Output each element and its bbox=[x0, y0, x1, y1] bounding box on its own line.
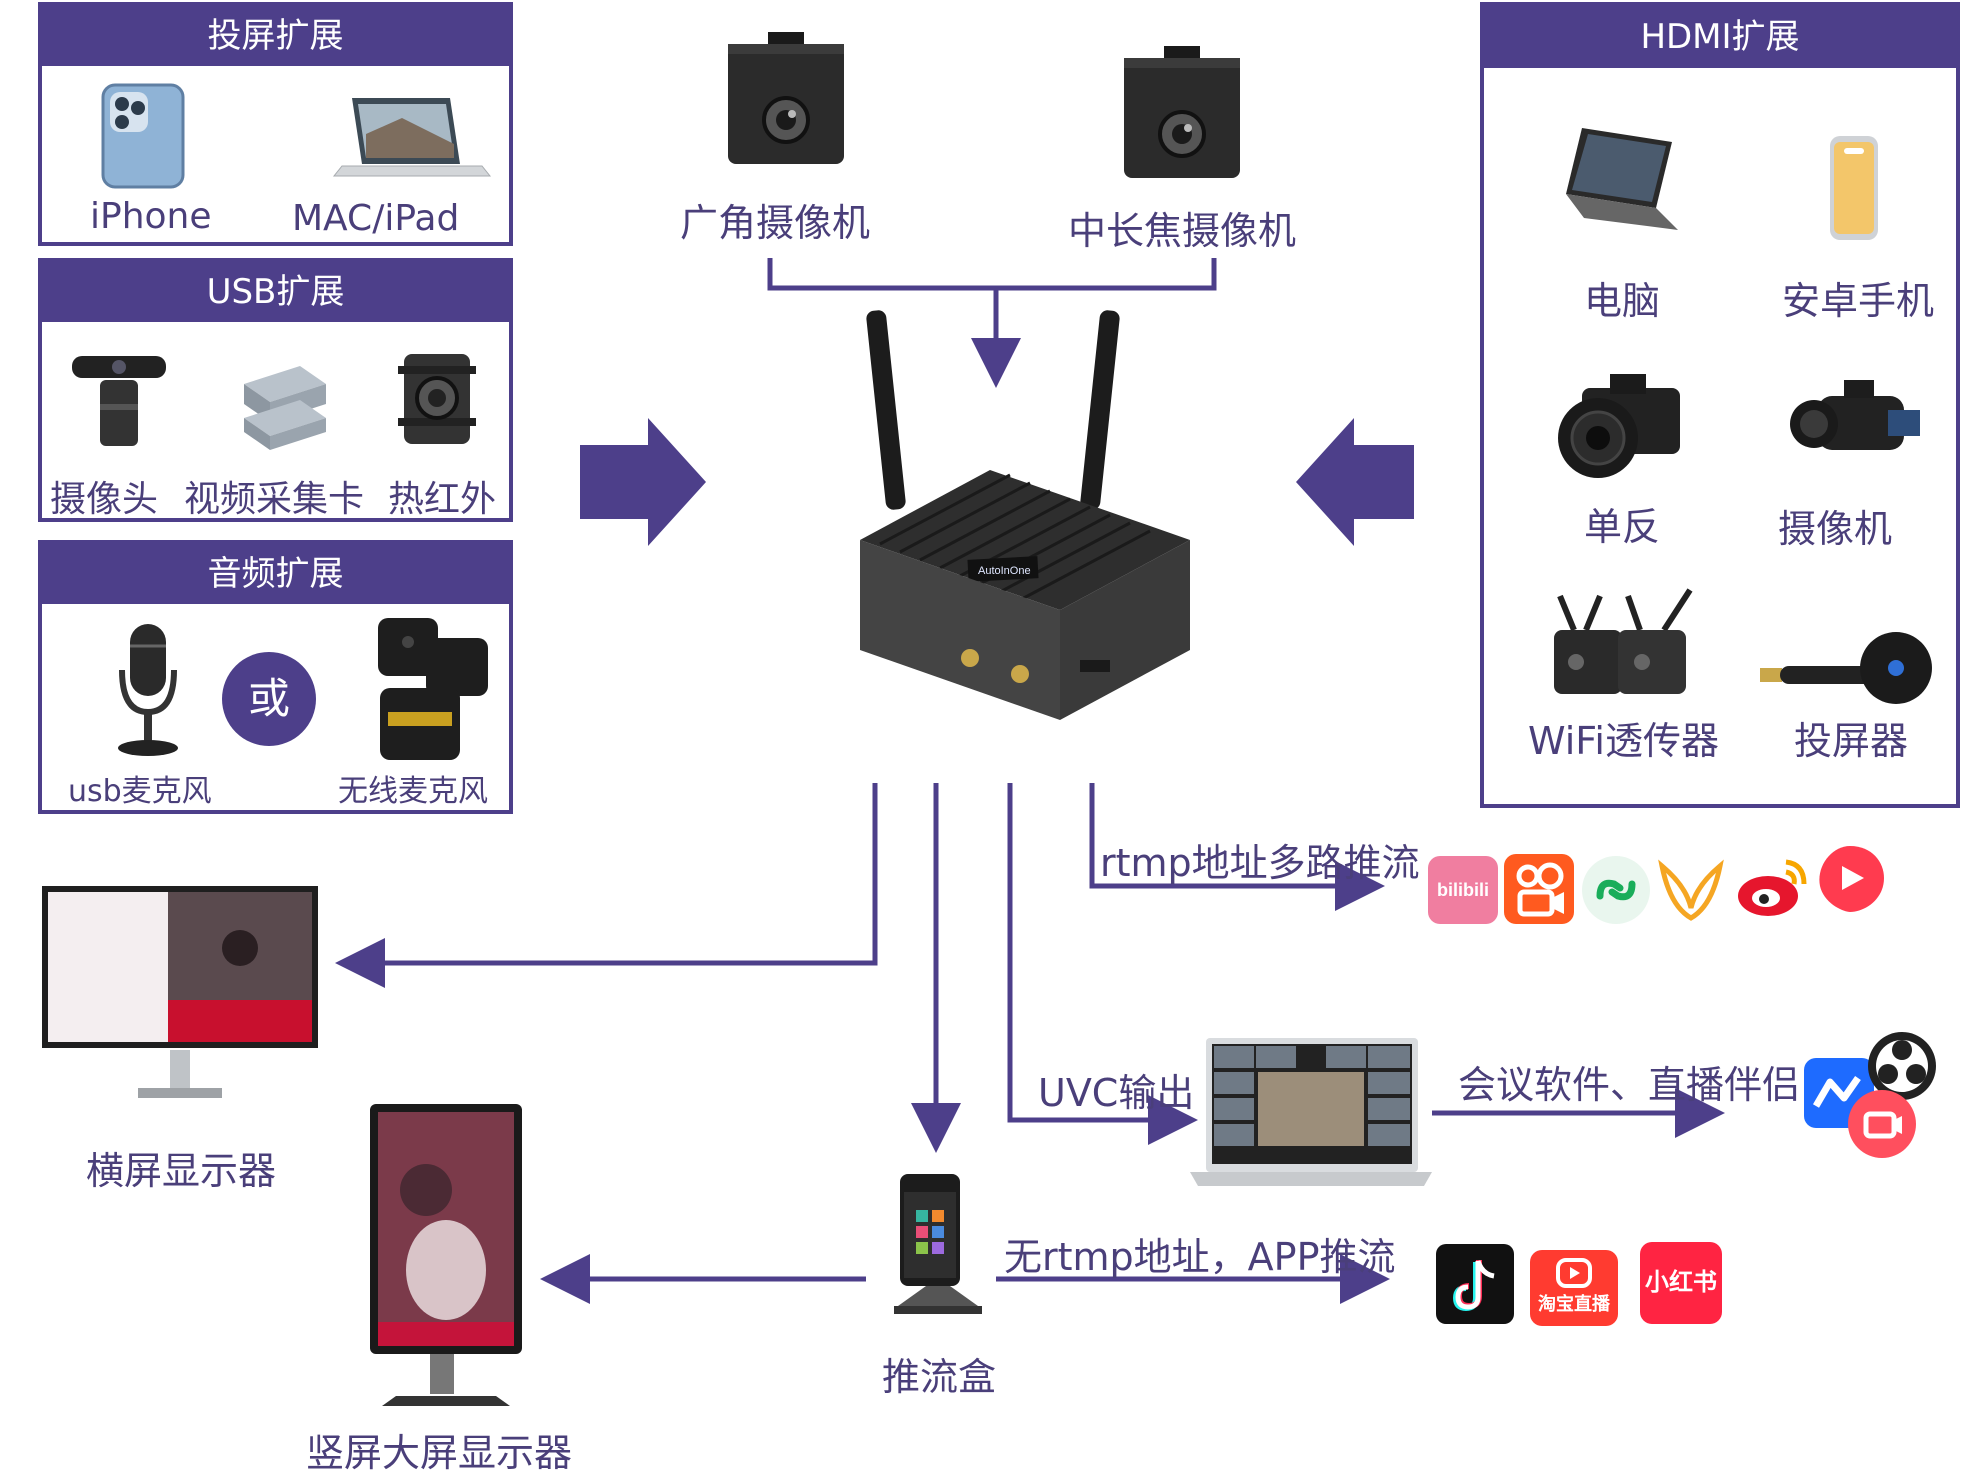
thermal-camera-icon bbox=[398, 354, 476, 444]
audio-panel: 音频扩展 usb麦克风 或 无线麦克风 bbox=[38, 540, 513, 814]
mac-ipad-label: MAC/iPad bbox=[292, 198, 460, 239]
dslr-camera-icon bbox=[1558, 374, 1680, 478]
xiaohongshu-icon: 小红书 bbox=[1640, 1242, 1722, 1324]
taobao-live-play-icon bbox=[1556, 1258, 1592, 1288]
taobao-live-icon: 淘宝直播 bbox=[1530, 1250, 1618, 1326]
screen-cast-panel: 投屏扩展 iPhone MAC/iPad bbox=[38, 2, 513, 246]
kuaishou-icon bbox=[1504, 854, 1574, 924]
panel-title: 音频扩展 bbox=[42, 544, 509, 604]
live-companion-icon bbox=[1848, 1090, 1916, 1158]
camcorder-icon bbox=[1790, 380, 1920, 450]
iphone-label: iPhone bbox=[90, 196, 212, 237]
capture-card-icon bbox=[244, 366, 326, 450]
meeting-software-label: 会议软件、直播伴侣 bbox=[1458, 1063, 1801, 1107]
android-phone-icon bbox=[1830, 136, 1878, 240]
telephoto-camera-icon bbox=[1124, 46, 1240, 178]
or-badge: 或 bbox=[222, 652, 316, 746]
play-icon bbox=[1819, 846, 1884, 912]
hdmi-item-android: 安卓手机 bbox=[1782, 279, 1935, 323]
wide-angle-camera-icon bbox=[728, 32, 844, 164]
usb-panel: USB扩展 摄像头 视频采集卡 热红外 bbox=[38, 258, 513, 522]
screencast-dongle-icon bbox=[1760, 632, 1932, 704]
push-box-label: 推流盒 bbox=[882, 1355, 997, 1399]
channels-butterfly-icon bbox=[1658, 859, 1724, 921]
weibo-icon bbox=[1738, 859, 1807, 916]
wechat-channels-icon bbox=[1582, 856, 1650, 924]
wireless-microphone-icon bbox=[378, 618, 488, 760]
thermal-label: 热红外 bbox=[388, 479, 497, 520]
wifi-transmitter-icon bbox=[1554, 588, 1693, 694]
iphone-icon bbox=[101, 83, 185, 189]
panel-title: 投屏扩展 bbox=[42, 6, 509, 66]
center-device-icon: AutoInOne bbox=[860, 310, 1190, 720]
hdmi-item-camcorder: 摄像机 bbox=[1778, 507, 1893, 551]
laptop-icon bbox=[1566, 128, 1678, 230]
wireless-mic-label: 无线麦克风 bbox=[338, 774, 488, 809]
app-push-label: 无rtmp地址，APP推流 bbox=[1004, 1235, 1396, 1279]
panel-title: HDMI扩展 bbox=[1484, 6, 1956, 68]
hdmi-item-dslr: 单反 bbox=[1584, 505, 1661, 549]
bilibili-icon: bilibili bbox=[1428, 856, 1498, 924]
usb-mic-label: usb麦克风 bbox=[68, 774, 212, 809]
big-arrow-left bbox=[1296, 418, 1414, 546]
big-arrow-right bbox=[580, 418, 706, 546]
meeting-laptop-icon bbox=[1190, 1038, 1432, 1186]
hdmi-item-screencaster: 投屏器 bbox=[1794, 719, 1909, 763]
uvc-output-label: UVC输出 bbox=[1038, 1071, 1195, 1115]
usb-microphone-icon bbox=[118, 624, 178, 756]
portrait-monitor-label: 竖屏大屏显示器 bbox=[306, 1431, 573, 1475]
rtmp-multi-push-label: rtmp地址多路推流 bbox=[1100, 841, 1420, 885]
webcam-icon bbox=[72, 356, 166, 446]
obs-icon bbox=[1868, 1032, 1936, 1100]
panel-title: USB扩展 bbox=[42, 262, 509, 322]
landscape-monitor-label: 横屏显示器 bbox=[86, 1149, 277, 1193]
webcam-label: 摄像头 bbox=[50, 479, 159, 520]
capture-card-label: 视频采集卡 bbox=[184, 479, 365, 520]
macbook-icon bbox=[332, 98, 492, 177]
hdmi-item-wifi-transmitter: WiFi透传器 bbox=[1528, 719, 1719, 763]
douyin-icon bbox=[1436, 1244, 1514, 1324]
hdmi-item-pc: 电脑 bbox=[1584, 279, 1661, 323]
hdmi-panel: HDMI扩展 电脑 安卓手机 单反 摄像机 WiFi透传器 bbox=[1480, 2, 1960, 808]
telephoto-camera-label: 中长焦摄像机 bbox=[1068, 209, 1297, 253]
wide-angle-camera-label: 广角摄像机 bbox=[680, 201, 871, 245]
portrait-monitor-icon bbox=[370, 1104, 522, 1406]
push-box-icon bbox=[894, 1174, 982, 1314]
landscape-monitor-icon bbox=[42, 886, 318, 1098]
device-brand-label: AutoInOne bbox=[978, 565, 1031, 577]
